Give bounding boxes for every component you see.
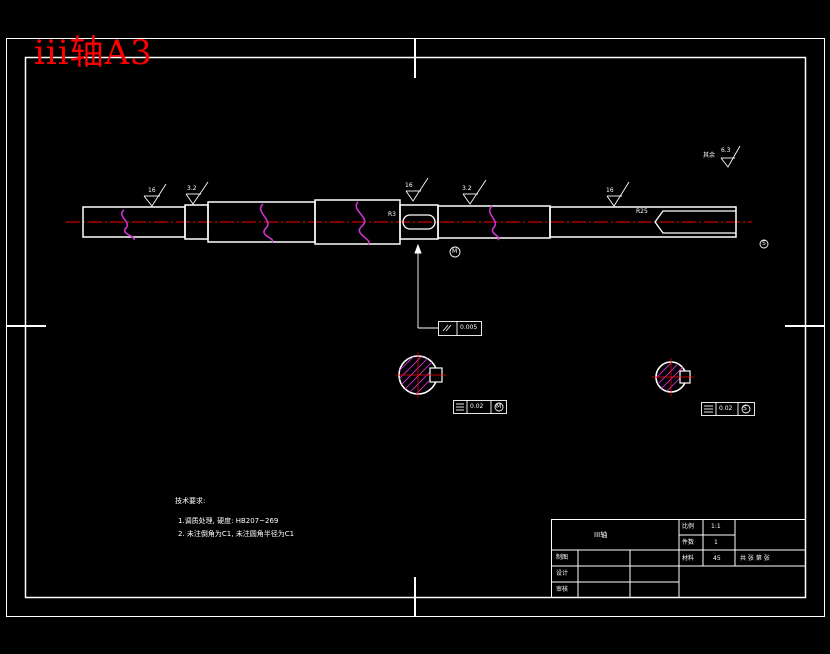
- keyway-slot: [402, 214, 436, 230]
- symmetry-frame-left: [453, 400, 507, 414]
- tech-notes-line1: 1.调质处理, 硬度: HB207~269: [178, 517, 279, 525]
- designer-label: 设计: [556, 570, 569, 577]
- material-value: 45: [713, 555, 721, 562]
- material-label: 材料: [682, 555, 695, 562]
- qty-value: 1: [714, 539, 718, 546]
- thread-label: R25: [636, 208, 648, 215]
- title-block: [551, 519, 806, 598]
- checker-label: 审核: [556, 586, 569, 593]
- roughness-value-1: 16: [148, 187, 156, 194]
- qty-label: 件数: [682, 539, 695, 546]
- sym-left-value: 0.02: [470, 403, 484, 410]
- runout-icon: [442, 324, 452, 332]
- roughness-other-label: 其余: [703, 152, 716, 159]
- runout-value: 0.005: [460, 324, 478, 331]
- scale-label: 比例: [682, 523, 695, 530]
- datum-s-label: S: [762, 240, 766, 247]
- datum-m-circle: [449, 246, 461, 258]
- datum-s-circle: [759, 239, 769, 249]
- runout-frame: [438, 321, 482, 336]
- tech-notes-line2: 2. 未注倒角为C1, 未注圆角半径为C1: [178, 530, 295, 538]
- roughness-symbols: [143, 145, 741, 207]
- symmetry-frame-right: [701, 402, 755, 416]
- runout-leader: [414, 243, 438, 329]
- tech-notes-heading: 技术要求:: [175, 497, 206, 505]
- overlay-title: iii轴A3: [34, 33, 153, 73]
- break-lines: [120, 201, 500, 245]
- section-view-left: [396, 352, 446, 398]
- roughness-other-value: 6.3: [721, 147, 731, 154]
- sym-right-value: 0.02: [719, 405, 733, 412]
- chamfer-label: R3: [388, 211, 396, 218]
- inner-frame: [24, 56, 807, 599]
- section-view-right: [652, 358, 694, 396]
- shaft-outline: [82, 199, 737, 245]
- sym-right-datum: S: [743, 405, 747, 412]
- sheet-info: 共 张 第 张: [740, 555, 770, 562]
- centering-marks: [6, 38, 825, 617]
- roughness-value-3: 16: [405, 182, 413, 189]
- sym-left-datum: M: [496, 403, 502, 410]
- part-name: III轴: [594, 531, 608, 539]
- roughness-value-2: 3.2: [187, 185, 197, 192]
- scale-value: 1:1: [711, 523, 721, 530]
- drawn-label: 制图: [556, 554, 569, 561]
- roughness-value-4: 3.2: [462, 185, 472, 192]
- outer-frame: [6, 38, 825, 617]
- end-slot: [654, 210, 736, 234]
- datum-m-label: M: [452, 248, 458, 255]
- roughness-value-5: 16: [606, 187, 614, 194]
